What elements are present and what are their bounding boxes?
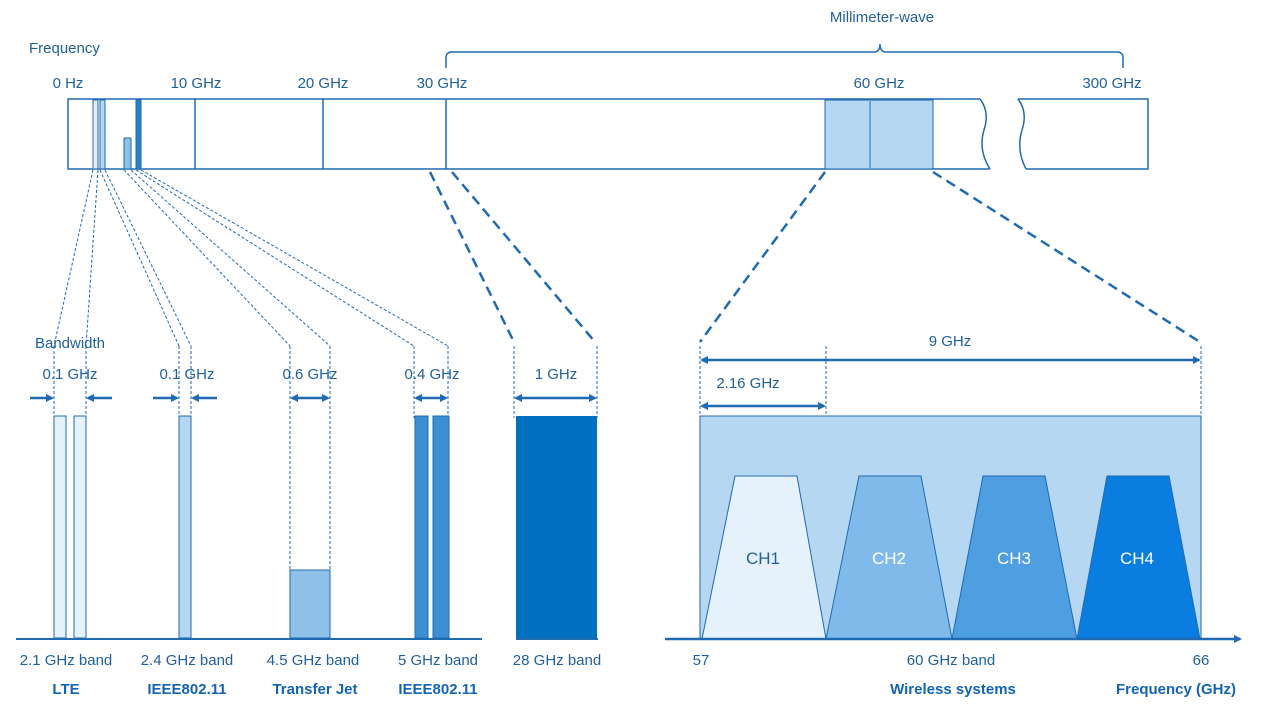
zoom-lines [53, 169, 1201, 347]
tick-30ghz: 30 GHz [417, 75, 468, 92]
millimeter-wave-brace [445, 43, 1124, 68]
system-ieee-5: IEEE802.11 [398, 681, 477, 698]
system-wireless: Wireless systems [890, 681, 1016, 698]
tick-20ghz: 20 GHz [298, 75, 349, 92]
system-transfer-jet: Transfer Jet [272, 681, 357, 698]
bandwidth-label: Bandwidth [35, 335, 105, 352]
ch3-label: CH3 [997, 549, 1031, 568]
60ghz-band-label: 60 GHz band [907, 652, 995, 669]
system-lte: LTE [52, 681, 79, 698]
bandwidth-4-5ghz: 0.6 GHz [282, 366, 337, 383]
band-label-4-5ghz: 4.5 GHz band [267, 652, 360, 669]
band-label-2-4ghz: 2.4 GHz band [141, 652, 234, 669]
band-label-5ghz: 5 GHz band [398, 652, 478, 669]
tick-0hz: 0 Hz [53, 75, 84, 92]
bandwidth-5ghz: 0.4 GHz [404, 366, 459, 383]
frequency-label: Frequency [29, 40, 100, 57]
ch1-label: CH1 [746, 549, 780, 568]
spectrum-bar [67, 98, 1149, 170]
ch2-label: CH2 [872, 549, 906, 568]
millimeter-wave-label: Millimeter-wave [830, 9, 934, 26]
tick-300ghz: 300 GHz [1082, 75, 1141, 92]
band-label-28ghz: 28 GHz band [513, 652, 601, 669]
channels [701, 475, 1201, 640]
bandwidth-guides [53, 346, 598, 570]
axis-end-66: 66 [1193, 652, 1210, 669]
tick-10ghz: 10 GHz [171, 75, 222, 92]
channel-bandwidth-label: 2.16 GHz [716, 375, 779, 392]
total-bandwidth-label: 9 GHz [929, 333, 972, 350]
axis-label-frequency: Frequency (GHz) [1116, 681, 1236, 698]
bandwidth-lte: 0.1 GHz [42, 366, 97, 383]
band-blocks [53, 415, 597, 639]
bandwidth-28ghz: 1 GHz [535, 366, 578, 383]
tick-60ghz: 60 GHz [854, 75, 905, 92]
system-ieee-2-4: IEEE802.11 [147, 681, 226, 698]
band-label-2-1ghz: 2.1 GHz band [20, 652, 113, 669]
axis-start-57: 57 [693, 652, 710, 669]
bandwidth-2-4ghz: 0.1 GHz [159, 366, 214, 383]
ch4-label: CH4 [1120, 549, 1154, 568]
